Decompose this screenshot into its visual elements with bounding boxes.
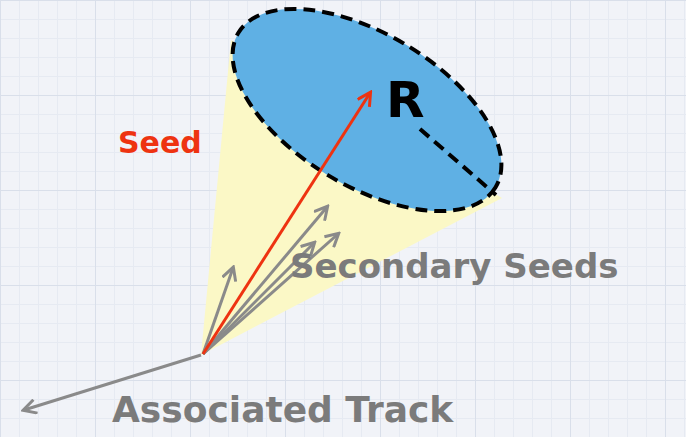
- track-label: Associated Track: [112, 392, 453, 428]
- cone-base-ellipse: R: [228, 5, 506, 215]
- seed-label: Seed: [118, 128, 202, 158]
- ellipse-outline: [228, 5, 506, 215]
- secondary-seeds-label: Secondary Seeds: [290, 249, 619, 283]
- radius-label: R: [386, 75, 425, 125]
